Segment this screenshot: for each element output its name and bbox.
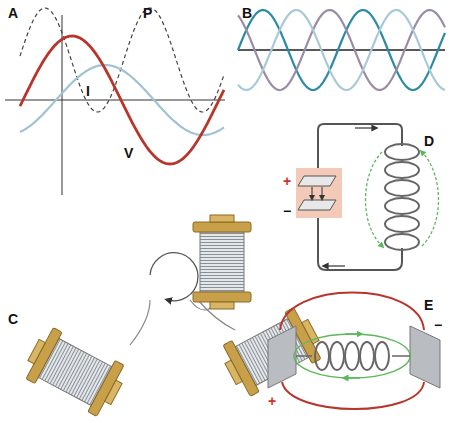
curve-label: V xyxy=(124,146,133,160)
three-phase-coils xyxy=(20,215,327,420)
polarity-sign: − xyxy=(283,204,291,218)
curve-label: I xyxy=(86,84,90,98)
lc-circuit xyxy=(296,124,439,270)
polarity-sign: − xyxy=(434,318,442,332)
power-curve xyxy=(20,8,224,112)
panel-letter: E xyxy=(424,298,433,312)
spool-coil xyxy=(20,324,130,419)
panel-a xyxy=(5,8,225,195)
spool-coil xyxy=(193,215,251,309)
spool-coil xyxy=(217,304,327,399)
panel-letter: B xyxy=(242,6,252,20)
polarity-sign: + xyxy=(268,394,276,408)
coil-between-plates xyxy=(268,293,440,410)
curve-label: P xyxy=(143,6,152,20)
panel-letter: D xyxy=(424,134,434,148)
polarity-sign: + xyxy=(283,174,291,188)
panel-letter: A xyxy=(8,6,18,20)
panel-letter: C xyxy=(8,312,18,326)
voltage-curve xyxy=(20,36,224,164)
panel-b xyxy=(238,10,445,90)
